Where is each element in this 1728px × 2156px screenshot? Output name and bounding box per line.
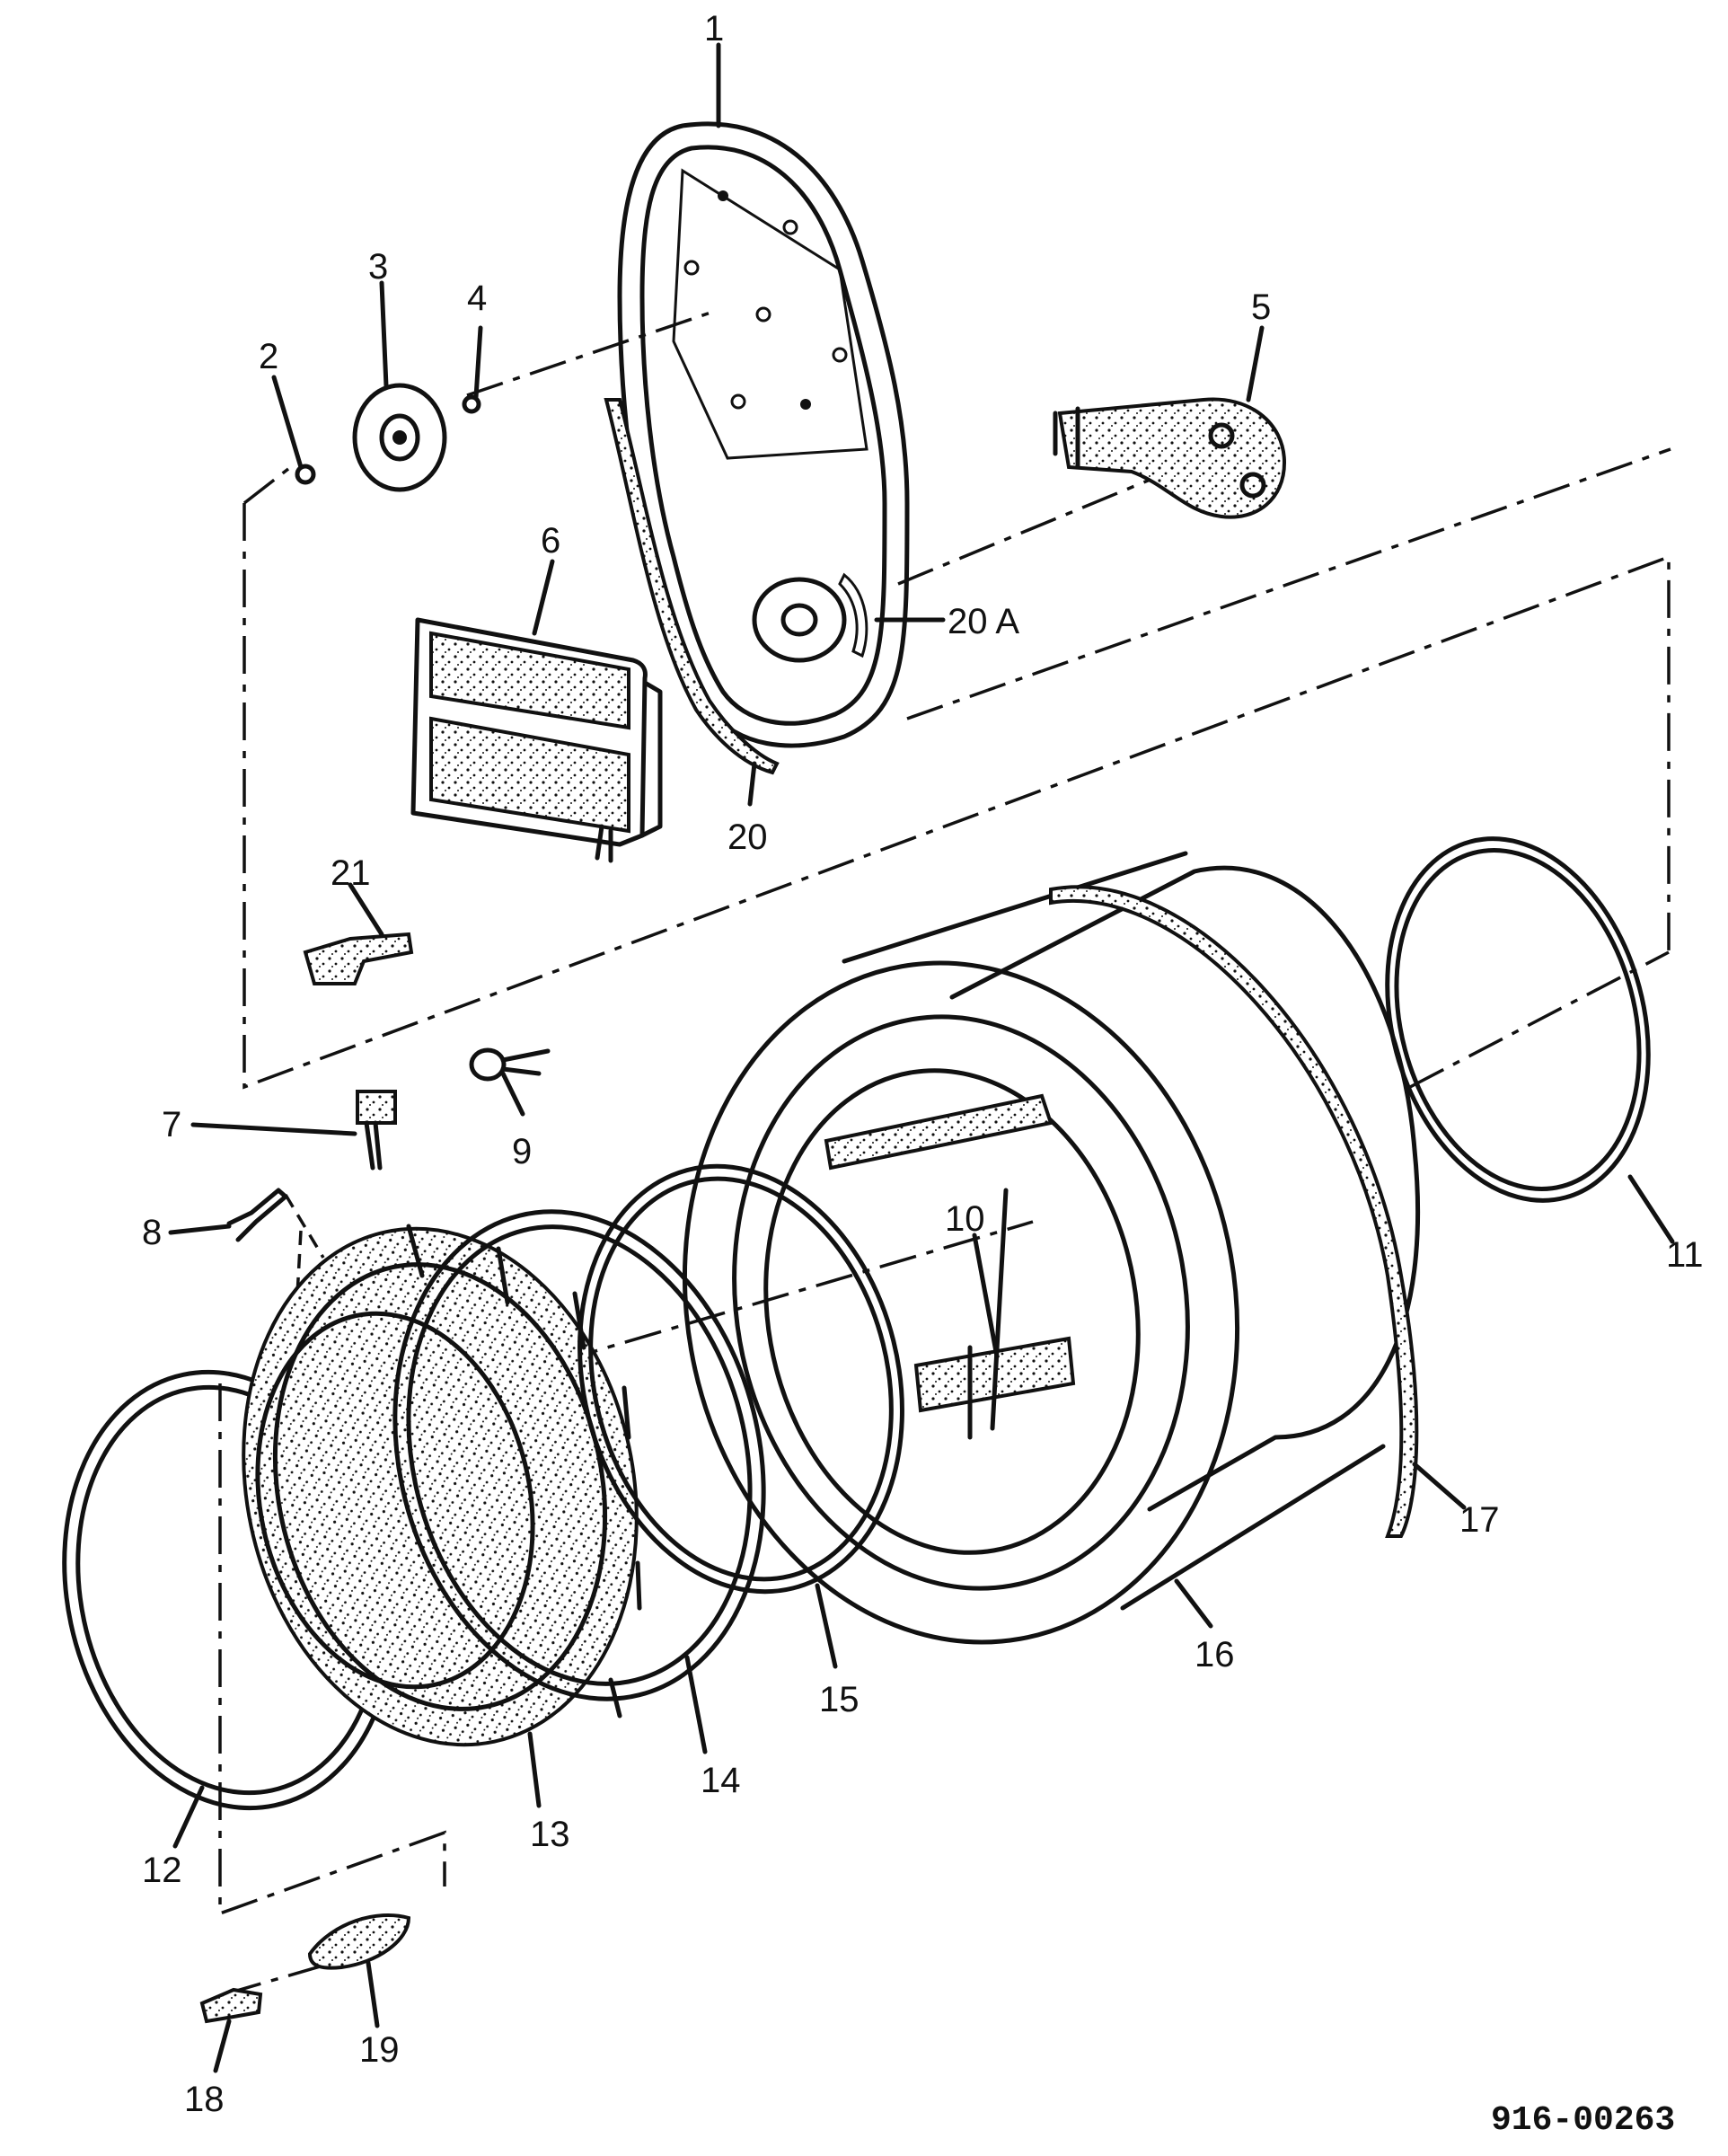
part-19-clip bbox=[307, 1913, 411, 1970]
callout-16: 16 bbox=[1195, 1635, 1235, 1674]
callout-5: 5 bbox=[1251, 287, 1271, 327]
part-21-switch bbox=[303, 932, 414, 985]
leader-lines bbox=[168, 42, 1675, 2073]
guide-line-7-8 bbox=[284, 1194, 325, 1312]
guide-line-lower bbox=[218, 1383, 446, 1916]
callout-12: 12 bbox=[142, 1851, 182, 1890]
guide-line-top bbox=[242, 308, 719, 505]
part-1-rear-panel bbox=[617, 121, 910, 748]
callout-20: 20 bbox=[727, 817, 768, 857]
part-15-ring bbox=[577, 1163, 904, 1595]
callout-15: 15 bbox=[819, 1680, 860, 1719]
part-6-filter-housing bbox=[410, 617, 663, 863]
callout-7: 7 bbox=[162, 1105, 181, 1144]
callout-10: 10 bbox=[945, 1199, 985, 1239]
callout-18: 18 bbox=[184, 2080, 225, 2119]
part-2-washer bbox=[295, 464, 316, 485]
guide-line-rear bbox=[897, 474, 1670, 1089]
part-11-rear-seal bbox=[1385, 836, 1651, 1203]
part-9-sensor bbox=[469, 1047, 551, 1082]
guide-line-18-19 bbox=[224, 1961, 333, 1996]
callout-20a: 20 A bbox=[948, 602, 1019, 641]
part-4-clip bbox=[462, 394, 481, 414]
part-3-bearing bbox=[352, 383, 447, 492]
callout-2: 2 bbox=[259, 337, 278, 376]
part-8-bracket bbox=[226, 1188, 288, 1242]
part-5-idler-bracket bbox=[1053, 397, 1287, 519]
callout-8: 8 bbox=[142, 1213, 162, 1252]
callout-21: 21 bbox=[331, 853, 371, 893]
part-17-felt-strip bbox=[1049, 885, 1419, 1538]
part-20-seal-strip bbox=[604, 398, 780, 775]
callout-11: 11 bbox=[1666, 1235, 1704, 1275]
part-18-bolt bbox=[199, 1987, 263, 2024]
callout-6: 6 bbox=[541, 521, 560, 561]
callout-1: 1 bbox=[704, 9, 724, 49]
callout-14: 14 bbox=[701, 1761, 741, 1800]
part-13-front-bulkhead bbox=[242, 1224, 642, 1747]
part-7-switch bbox=[356, 1090, 397, 1171]
callout-19: 19 bbox=[359, 2030, 400, 2070]
callout-4: 4 bbox=[467, 278, 487, 318]
callout-13: 13 bbox=[530, 1815, 570, 1854]
drawing-number: 916-00263 bbox=[1491, 2101, 1675, 2140]
callout-17: 17 bbox=[1459, 1500, 1500, 1540]
callout-9: 9 bbox=[512, 1132, 532, 1171]
part-16-drum bbox=[682, 851, 1421, 1645]
part-14-felt-seal bbox=[392, 1209, 766, 1701]
callout-3: 3 bbox=[368, 247, 388, 287]
guide-box bbox=[242, 503, 1671, 1090]
